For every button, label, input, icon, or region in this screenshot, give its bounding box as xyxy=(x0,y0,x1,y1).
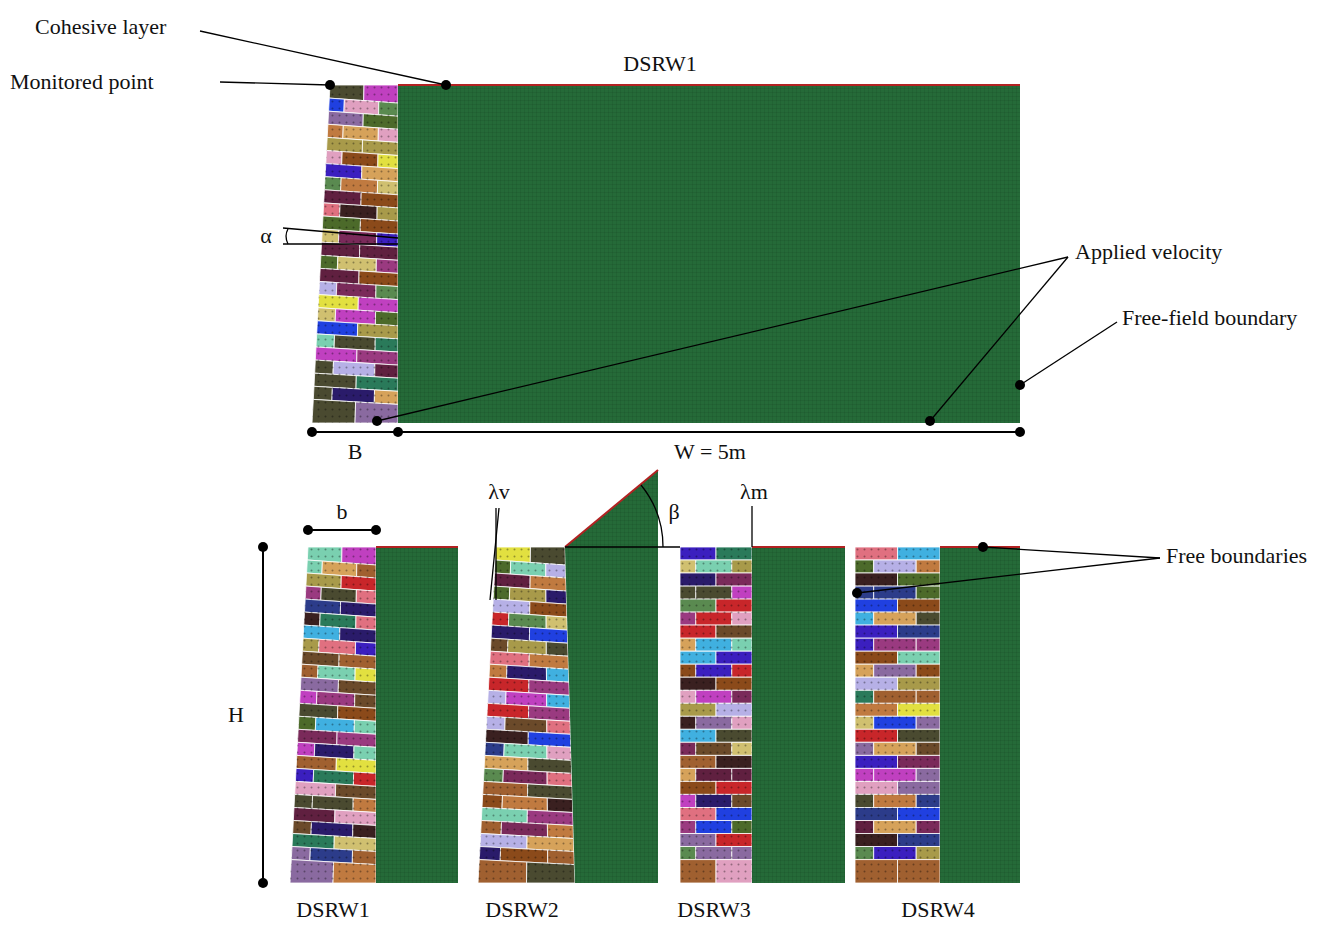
wall-title: DSRW3 xyxy=(677,898,750,922)
soil-mesh xyxy=(565,470,658,883)
soil-block xyxy=(752,547,845,883)
dimension-label: B xyxy=(348,440,363,464)
block-mesh xyxy=(290,547,376,883)
soil-mesh xyxy=(376,547,458,883)
cohesive-layer xyxy=(752,546,845,548)
leader-label: Applied velocity xyxy=(1075,240,1222,264)
soil-block xyxy=(565,470,658,883)
soil-block xyxy=(940,547,1020,883)
block-mesh xyxy=(855,547,940,883)
soil-mesh xyxy=(752,547,845,883)
dimension-label: W = 5m xyxy=(674,440,746,464)
backfill-soil xyxy=(376,85,1020,883)
block-mesh xyxy=(478,547,575,883)
wall-title: DSRW2 xyxy=(485,898,558,922)
wall-title: DSRW1 xyxy=(623,52,696,76)
soil-mesh xyxy=(940,547,1020,883)
cohesive-layer xyxy=(398,84,1020,86)
soil-block xyxy=(376,547,458,883)
dimension-label: H xyxy=(228,703,244,727)
marker-dots xyxy=(258,80,1025,888)
soil-mesh xyxy=(398,85,1020,423)
cohesive-layer xyxy=(376,546,458,548)
leader-label: Monitored point xyxy=(10,70,154,94)
leader-label: Free-field boundary xyxy=(1122,306,1297,330)
leader-label: Free boundaries xyxy=(1166,544,1307,568)
cohesive-layer xyxy=(565,470,658,547)
soil-block xyxy=(398,85,1020,423)
leader-label: Cohesive layer xyxy=(35,15,166,39)
angle-symbol: λv xyxy=(488,480,510,504)
block-mesh xyxy=(312,85,398,423)
leader-lines xyxy=(200,31,1160,883)
wall-title: DSRW4 xyxy=(901,898,974,922)
angle-symbol: β xyxy=(668,500,679,524)
wall-title: DSRW1 xyxy=(296,898,369,922)
block-mesh xyxy=(680,547,752,883)
dimension-label: b xyxy=(337,500,348,524)
marker-symbol: λm xyxy=(740,480,768,504)
angle-symbol: α xyxy=(260,224,272,248)
